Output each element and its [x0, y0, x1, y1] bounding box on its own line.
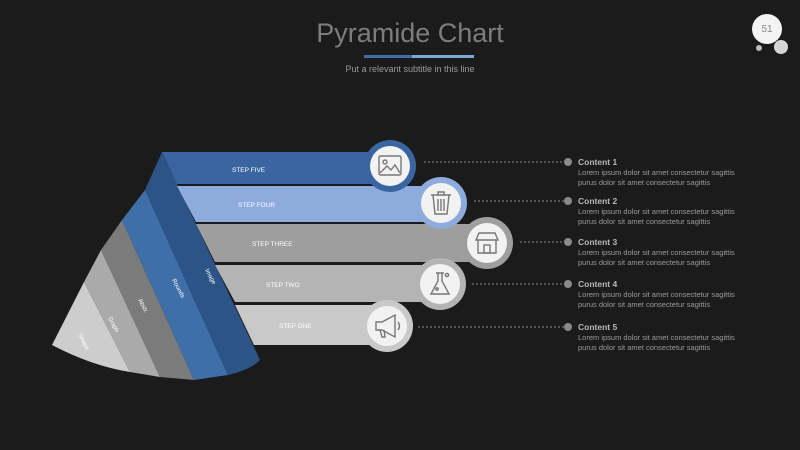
megaphone-icon: [375, 313, 401, 339]
band-step-five: [162, 152, 396, 184]
title-underline-dark: [364, 55, 412, 58]
content-body-4: Lorem ipsum dolor sit amet consectetur s…: [578, 290, 735, 309]
cone-band-1: [145, 152, 260, 375]
icon-circle-1: [364, 140, 416, 192]
content-body-3: Lorem ipsum dolor sit amet consectetur s…: [578, 248, 735, 267]
band-step-three: [196, 224, 493, 262]
content-body-1: Lorem ipsum dolor sit amet consectetur s…: [578, 168, 735, 187]
badge-bubble-large: [774, 40, 788, 54]
cone-band-2: [122, 190, 228, 380]
page-number-badge: 51: [752, 14, 788, 60]
content-item-2: Content 2 Lorem ipsum dolor sit amet con…: [578, 196, 778, 226]
cone-band-3: [101, 220, 194, 380]
title-underline-light: [412, 55, 474, 58]
flask-icon: [429, 272, 451, 295]
connector-dot-5: [564, 323, 572, 331]
content-title-1: Content 1: [578, 157, 618, 167]
content-title-2: Content 2: [578, 196, 618, 206]
band-step-two: [215, 265, 446, 302]
content-item-1: Content 1 Lorem ipsum dolor sit amet con…: [578, 157, 778, 187]
step-three-label: STEP THREE: [252, 241, 293, 248]
band-step-four: [177, 186, 447, 222]
content-item-3: Content 3 Lorem ipsum dolor sit amet con…: [578, 237, 778, 267]
step-two-label: STEP TWO: [266, 282, 300, 289]
badge-bubble-small: [756, 45, 762, 51]
image-icon: [378, 155, 402, 176]
cone: [52, 152, 260, 380]
icon-circle-3: [461, 217, 513, 269]
connector-dot-1: [564, 158, 572, 166]
content-item-5: Content 5 Lorem ipsum dolor sit amet con…: [578, 322, 778, 352]
connectors: [418, 158, 572, 331]
step-five-label: STEP FIVE: [232, 167, 266, 174]
content-title-5: Content 5: [578, 322, 618, 332]
page-subtitle: Put a relevant subtitle in this line: [345, 64, 475, 74]
trash-icon: [431, 191, 451, 215]
page-title: Pyramide Chart: [316, 18, 504, 48]
title-underline: [364, 55, 474, 58]
step-four-label: STEP FOUR: [238, 202, 275, 209]
content-title-4: Content 4: [578, 279, 618, 289]
band-step-one: [235, 305, 393, 345]
cone-band-5: [52, 282, 130, 372]
content-body-5: Lorem ipsum dolor sit amet consectetur s…: [578, 333, 735, 352]
store-icon: [474, 232, 500, 254]
step-bands: [162, 152, 493, 345]
cone-band-4: [84, 250, 160, 377]
step-one-label: STEP ONE: [279, 323, 312, 330]
content-item-4: Content 4 Lorem ipsum dolor sit amet con…: [578, 279, 778, 309]
icon-circle-2: [415, 177, 467, 229]
content-body-2: Lorem ipsum dolor sit amet consectetur s…: [578, 207, 735, 226]
connector-dot-2: [564, 197, 572, 205]
connector-dot-4: [564, 280, 572, 288]
icon-circle-4: [414, 258, 466, 310]
icon-circle-5: [361, 300, 413, 352]
connector-dot-3: [564, 238, 572, 246]
content-title-3: Content 3: [578, 237, 618, 247]
page-number: 51: [752, 14, 782, 44]
